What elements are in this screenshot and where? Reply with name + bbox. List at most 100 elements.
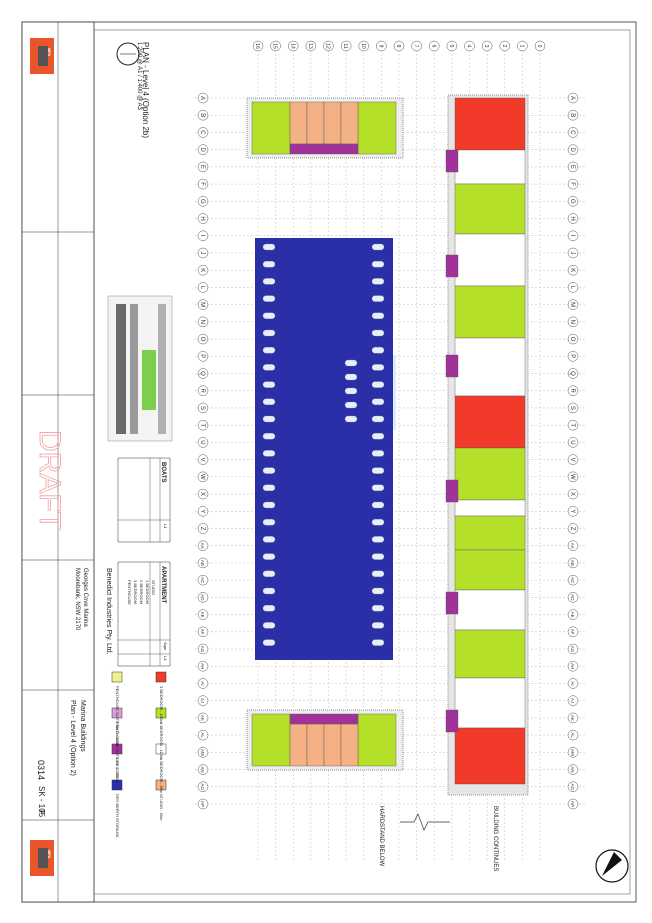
grid-letter-label: AP — [200, 801, 205, 807]
grid-letter-label: AB — [570, 560, 575, 566]
grid-letter-label: U — [199, 440, 205, 444]
grid-letter-label: AN — [200, 766, 205, 772]
boat-right — [371, 312, 385, 319]
grid-letter-label: P — [199, 354, 205, 358]
grid-bubble — [567, 695, 579, 706]
grid-letter-label: D — [199, 147, 205, 152]
grid-bubble — [567, 712, 579, 724]
grid-letter-label: AE — [200, 612, 205, 618]
boat-right — [371, 347, 385, 354]
grid-bubble — [197, 316, 209, 328]
grid-letter-label: E — [569, 165, 575, 169]
boat-right — [371, 295, 385, 302]
grid-bubble — [197, 127, 209, 138]
boat-right — [371, 278, 385, 285]
boat-right — [371, 587, 385, 595]
grid-letter-label: AN — [570, 766, 575, 772]
grid-number-label: 16 — [254, 43, 260, 49]
boat-left — [262, 450, 276, 457]
boat-right — [371, 381, 385, 388]
grid-bubble — [197, 488, 209, 500]
grid-letter-label: I — [569, 235, 575, 237]
grid-letter-label: X — [569, 492, 575, 496]
building-block-top — [246, 97, 404, 159]
legend — [111, 671, 167, 791]
grid-letter-label: N — [199, 320, 205, 324]
unit-studio — [340, 723, 359, 767]
grid-bubble — [197, 712, 209, 724]
boat-right — [371, 605, 385, 612]
grid-bubble — [376, 40, 387, 52]
revision: F — [37, 810, 46, 815]
grid-bubble — [197, 695, 209, 706]
boat-left — [262, 261, 276, 268]
grid-number-label: 1 — [518, 45, 524, 48]
grid-bubble — [197, 247, 209, 259]
grid-bubble — [197, 230, 209, 242]
boat-right — [371, 415, 385, 423]
grid-letter-label: AE — [570, 612, 575, 618]
grid-number-label: 8 — [395, 45, 401, 48]
grid-letter-label: N — [569, 320, 575, 324]
grid-letter-label: AJ — [570, 698, 575, 703]
grid-bubble — [567, 161, 579, 173]
grid-bubble — [567, 385, 579, 396]
unit-2-bedroom — [454, 285, 526, 339]
grid-bubble — [567, 781, 579, 793]
grid-bubble — [393, 40, 405, 52]
grid-letter-label: W — [569, 474, 575, 480]
apartment-table-col-level: L4 — [163, 656, 168, 661]
grid-bubble — [197, 402, 209, 414]
grid-bubble — [252, 40, 264, 52]
grid-bubble — [517, 40, 528, 52]
grid-letter-label: S — [569, 406, 575, 410]
grid-letter-label: AH — [570, 663, 575, 669]
key-plan — [107, 295, 173, 442]
grid-letter-label: S — [199, 406, 205, 410]
grid-bubble — [197, 747, 209, 758]
note-building-continues: BUILDING CONTINUES — [492, 806, 498, 872]
apartment-table-row: PENTHOUSE — [127, 580, 132, 605]
grid-bubble — [197, 454, 209, 465]
unit-studio — [323, 723, 342, 767]
grid-letter-label: R — [199, 389, 205, 394]
boat-right — [371, 570, 385, 577]
grid-letter-label: AA — [200, 543, 205, 549]
boat-left — [262, 347, 276, 354]
grid-letter-label: C — [569, 130, 575, 135]
apartment-table-col-sqm: Sqm — [163, 642, 168, 651]
boat-right — [371, 243, 385, 251]
grid-bubble — [567, 729, 579, 741]
grid-number-label: 13 — [307, 43, 313, 49]
boat-hardstand — [344, 359, 358, 367]
boat-left — [262, 622, 276, 629]
grid-bubble — [197, 781, 209, 793]
grid-letter-label: H — [569, 216, 575, 220]
unit-2-bedroom — [357, 101, 397, 155]
unit-3-bedroom — [454, 395, 526, 449]
grid-bubble — [567, 454, 579, 465]
grid-letter-label: U — [569, 440, 575, 444]
boat-right — [371, 639, 385, 646]
grid-bubble — [567, 92, 579, 104]
unit-studio — [306, 723, 325, 767]
grid-number-label: 3 — [483, 45, 489, 48]
legend-swatch — [111, 743, 123, 755]
grid-letter-label: AO — [200, 784, 205, 791]
grid-number-label: 6 — [430, 45, 436, 48]
grid-letter-label: AF — [570, 629, 575, 635]
grid-number-label: 0 — [536, 45, 542, 48]
grid-bubble — [567, 230, 579, 242]
dry-berth-storage — [255, 238, 393, 660]
grid-bubble — [567, 196, 579, 207]
grid-letter-label: AK — [570, 715, 575, 721]
grid-bubble — [567, 626, 579, 638]
unit-2-bedroom — [454, 549, 526, 591]
grid-bubble — [567, 264, 579, 276]
grid-letter-label: AG — [570, 646, 575, 653]
grid-bubble — [197, 419, 209, 431]
boat-right — [371, 450, 385, 457]
grid-bubble — [567, 747, 579, 758]
boat-hardstand — [344, 415, 358, 423]
